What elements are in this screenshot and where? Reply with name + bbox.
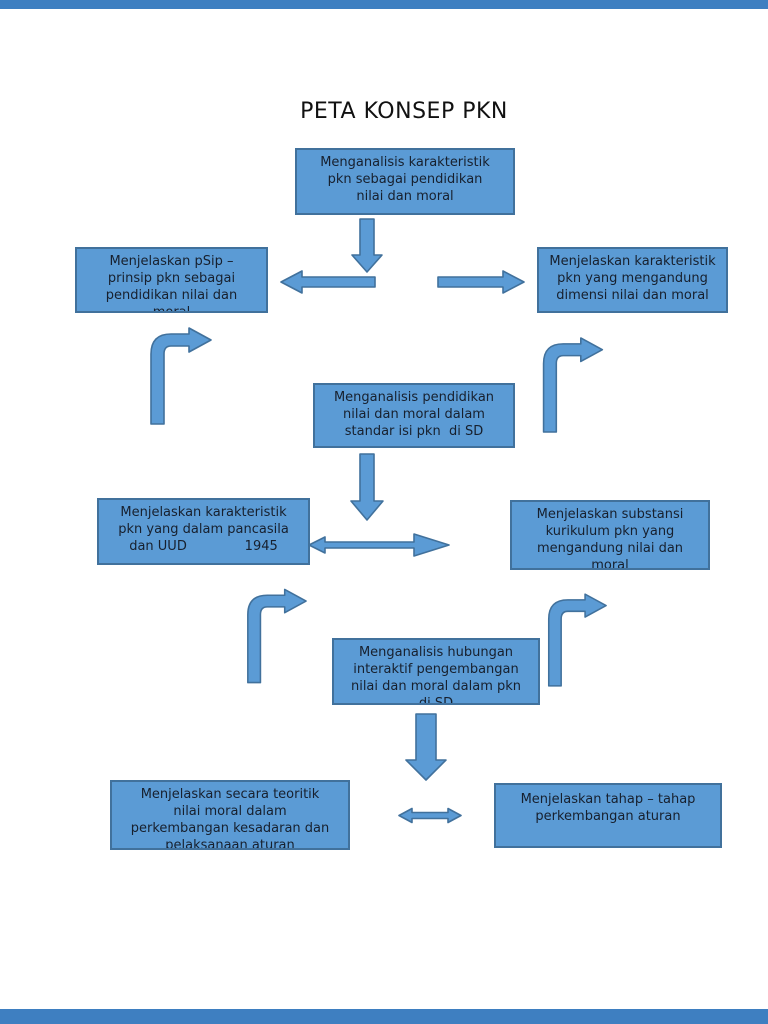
- node-explain-principles: Menjelaskan pSip – prinsip pkn sebagai p…: [75, 247, 268, 313]
- page-edge-bar-bottom: [0, 1009, 768, 1024]
- down-arrow-middle-icon: [350, 453, 384, 521]
- node-explain-rule-stages: Menjelaskan tahap – tahap perkembangan a…: [494, 783, 722, 848]
- bent-arrow-upper-left-icon: [150, 327, 212, 425]
- node-explain-curriculum-substance: Menjelaskan substansi kurikulum pkn yang…: [510, 500, 710, 570]
- bent-arrow-lower-right-icon: [547, 593, 607, 687]
- node-analyze-education-standard: Menganalisis pendidikan nilai dan moral …: [313, 383, 515, 448]
- node-explain-characteristics-pancasila: Menjelaskan karakteristik pkn yang dalam…: [97, 498, 310, 565]
- page-title: PETA KONSEP PKN: [300, 99, 508, 124]
- page-edge-bar-top: [0, 0, 768, 9]
- node-analyze-characteristics: Menganalisis karakteristik pkn sebagai p…: [295, 148, 515, 215]
- node-explain-theoretical-development: Menjelaskan secara teoritik nilai moral …: [110, 780, 350, 850]
- bent-arrow-lower-left-icon: [247, 588, 307, 684]
- double-arrow-bottom-icon: [398, 807, 462, 824]
- node-explain-characteristics-dimension: Menjelaskan karakteristik pkn yang menga…: [537, 247, 728, 313]
- down-arrow-bottom-icon: [405, 713, 447, 781]
- double-arrow-middle-icon: [308, 533, 450, 557]
- down-arrow-top-icon: [351, 218, 383, 273]
- bent-arrow-upper-right-icon: [542, 337, 604, 433]
- node-analyze-interactive-relation: Menganalisis hubungan interaktif pengemb…: [332, 638, 540, 705]
- left-arrow-icon: [280, 270, 376, 294]
- right-arrow-icon: [437, 270, 525, 294]
